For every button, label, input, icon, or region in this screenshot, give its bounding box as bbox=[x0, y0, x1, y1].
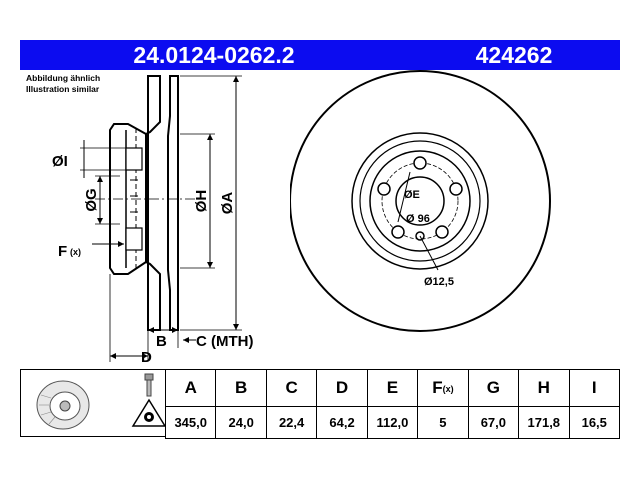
label-hole-dia: Ø12,5 bbox=[424, 276, 454, 288]
label-dia-i: ØI bbox=[52, 153, 68, 170]
spec-header-row: A B C D E F(x) G H I bbox=[164, 369, 620, 407]
brake-disc-thumbnail-icon bbox=[36, 380, 90, 430]
rotor-inner-cheek bbox=[167, 75, 179, 331]
rotor-outer-cheek bbox=[145, 75, 161, 331]
spec-header-c: C bbox=[265, 369, 318, 407]
spec-header-h: H bbox=[518, 369, 570, 407]
spec-value-d: 64,2 bbox=[316, 406, 368, 439]
illustration-note-de: Abbildung ähnlich bbox=[26, 73, 101, 83]
spec-header-i: I bbox=[568, 369, 620, 407]
spec-value-g: 67,0 bbox=[467, 406, 520, 439]
label-dia-e: ØE bbox=[404, 189, 420, 201]
spec-header-g: G bbox=[467, 369, 520, 407]
bolt-torque-icon bbox=[131, 398, 167, 427]
reference-number: 424262 bbox=[475, 42, 553, 68]
title-bar: 24.0124-0262.2 424262 bbox=[20, 40, 620, 70]
spec-value-b: 24,0 bbox=[215, 406, 267, 439]
label-dia-h: ØH bbox=[193, 190, 210, 213]
spec-value-e: 112,0 bbox=[366, 406, 419, 439]
thumbnail-panel bbox=[20, 369, 167, 437]
spec-header-b: B bbox=[215, 369, 267, 407]
label-b: B bbox=[156, 333, 167, 350]
label-c-mth: C (MTH) bbox=[196, 333, 253, 350]
label-dia-a: ØA bbox=[219, 192, 236, 215]
bolt-hole bbox=[413, 156, 427, 170]
spec-table: A B C D E F(x) G H I 345,0 24,0 22,4 64,… bbox=[164, 369, 620, 439]
spec-value-f: 5 bbox=[417, 406, 469, 439]
spec-header-a: A bbox=[164, 369, 217, 407]
label-pcd: Ø 96 bbox=[406, 213, 430, 225]
part-number: 24.0124-0262.2 bbox=[133, 42, 295, 68]
illustration-note-en: Illustration similar bbox=[26, 84, 100, 94]
label-dia-g: ØG bbox=[83, 188, 100, 211]
spec-header-d: D bbox=[316, 369, 368, 407]
spec-value-h: 171,8 bbox=[518, 406, 570, 439]
spec-header-f: F(x) bbox=[417, 369, 469, 407]
bolt-hole bbox=[377, 182, 391, 196]
label-f-sub: (x) bbox=[70, 247, 81, 257]
spec-header-f-sub: (x) bbox=[442, 384, 454, 394]
front-view-drawing: ØE Ø 96 Ø12,5 bbox=[290, 70, 551, 332]
spec-header-f-letter: F bbox=[432, 378, 443, 397]
bolt-hole bbox=[435, 225, 449, 239]
cross-section-drawing: ØI ØG F (x) ØH ØA B C (MTH) D bbox=[52, 75, 253, 365]
spec-value-i: 16,5 bbox=[568, 406, 620, 439]
bolt-hole bbox=[449, 182, 463, 196]
label-d: D bbox=[141, 349, 152, 365]
wheel-bolt-icon bbox=[144, 373, 154, 397]
spec-value-c: 22,4 bbox=[265, 406, 318, 439]
spec-value-row: 345,0 24,0 22,4 64,2 112,0 5 67,0 171,8 … bbox=[164, 406, 620, 439]
label-f: F bbox=[58, 243, 67, 260]
spec-value-a: 345,0 bbox=[164, 406, 217, 439]
bolt-hole bbox=[391, 225, 405, 239]
spec-header-e: E bbox=[366, 369, 419, 407]
